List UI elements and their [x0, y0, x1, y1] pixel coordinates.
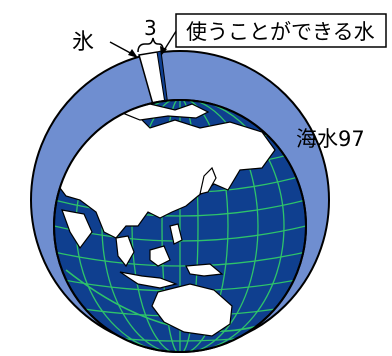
globe-outline [53, 99, 307, 353]
philippines-land [169, 223, 183, 245]
continents [54, 103, 283, 337]
percent-total-label: 3 [144, 16, 157, 40]
japan-land [199, 166, 217, 195]
usable-arrowhead [160, 46, 167, 56]
arctic-land [118, 103, 210, 121]
ice-label: 氷 [72, 30, 94, 55]
asia-land [54, 105, 276, 239]
india-land [61, 209, 93, 250]
southeast-asia-land [115, 235, 135, 268]
percent-brace [137, 37, 164, 53]
usable-water-label: 使うことができる水 [186, 20, 375, 44]
new-guinea-land [185, 263, 224, 277]
globe-graticule [54, 100, 306, 352]
indonesia-land [119, 271, 179, 289]
australia-land [151, 283, 233, 337]
borneo-land [149, 245, 171, 267]
seawater-label: 海水97 [296, 127, 365, 151]
usable-water-box [175, 13, 387, 48]
ice-arrowhead [128, 49, 138, 58]
